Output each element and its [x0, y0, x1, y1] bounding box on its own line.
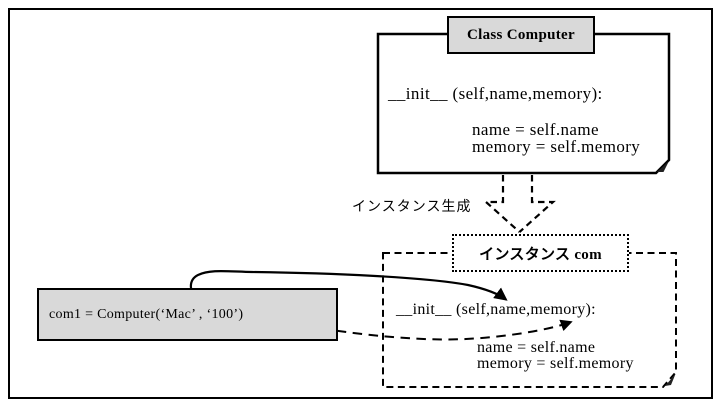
- instance-box-fold-icon: [665, 374, 676, 386]
- code-snippet-box: com1 = Computer(‘Mac’ , ‘100’): [37, 288, 338, 341]
- instance-init-line: __init__ (self,name,memory):: [396, 301, 596, 318]
- instance-creation-label: インスタンス生成: [352, 200, 472, 215]
- class-title-label: Class Computer: [467, 26, 575, 43]
- class-body-line: name = self.name: [472, 120, 599, 139]
- name-argument-arrow-icon: [189, 269, 508, 304]
- outer-border: [8, 8, 713, 399]
- class-box: [376, 32, 671, 175]
- class-init-line: __init__ (self,name,memory):: [388, 84, 603, 103]
- class-title-box: Class Computer: [447, 16, 595, 54]
- instance-body-line: name = self.name: [477, 339, 596, 356]
- instance-title-box: インスタンス com: [452, 234, 629, 272]
- instance-creation-arrow-icon: [483, 175, 556, 233]
- class-body-line: memory = self.memory: [472, 137, 641, 156]
- instance-title-label: インスタンス com: [479, 246, 602, 263]
- class-box-fold-icon: [657, 161, 669, 172]
- code-snippet-text: com1 = Computer(‘Mac’ , ‘100’): [49, 306, 244, 322]
- instance-body-line: memory = self.memory: [477, 355, 634, 372]
